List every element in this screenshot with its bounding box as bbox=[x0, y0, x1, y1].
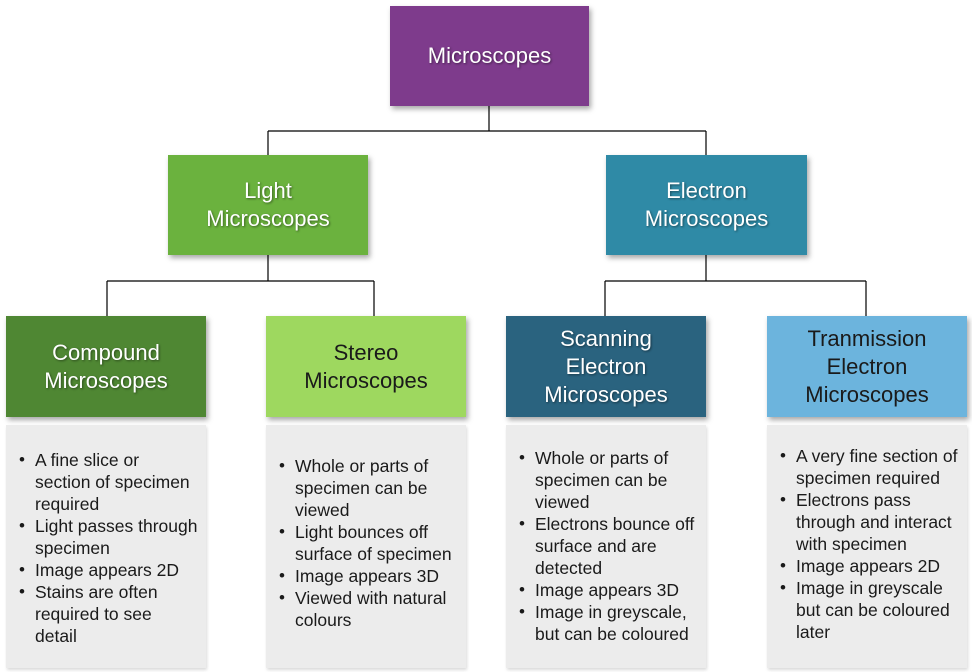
features-list-scanning: Whole or parts of specimen can be viewed… bbox=[512, 447, 700, 645]
features-list-compound: A fine slice or section of specimen requ… bbox=[12, 449, 198, 647]
features-panel-scanning: Whole or parts of specimen can be viewed… bbox=[506, 425, 706, 668]
feature-item: Stains are often required to see detail bbox=[12, 581, 198, 647]
category-light-label: Light Microscopes bbox=[206, 178, 330, 231]
feature-item: Image appears 3D bbox=[512, 579, 700, 601]
feature-item: Image in greyscale but can be coloured l… bbox=[773, 577, 963, 643]
features-panel-compound: A fine slice or section of specimen requ… bbox=[6, 425, 206, 668]
type-node-transmission: Tranmission Electron Microscopes bbox=[767, 316, 967, 417]
feature-item: Whole or parts of specimen can be viewed bbox=[272, 455, 458, 521]
type-transmission-label: Tranmission Electron Microscopes bbox=[805, 325, 929, 407]
feature-item: Whole or parts of specimen can be viewed bbox=[512, 447, 700, 513]
feature-item: Image appears 3D bbox=[272, 565, 458, 587]
category-node-light: Light Microscopes bbox=[168, 155, 368, 255]
feature-item: A fine slice or section of specimen requ… bbox=[12, 449, 198, 515]
category-electron-label: Electron Microscopes bbox=[644, 178, 769, 231]
connector-electron-to-types bbox=[604, 255, 867, 316]
type-compound-label: Compound Microscopes bbox=[44, 339, 168, 393]
root-node-label: Microscopes bbox=[427, 43, 552, 68]
feature-item: Image appears 2D bbox=[773, 555, 963, 577]
type-node-compound: Compound Microscopes bbox=[6, 316, 206, 417]
connector-root-to-categories bbox=[267, 106, 707, 155]
type-stereo-label: Stereo Microscopes bbox=[304, 339, 428, 393]
type-node-scanning: Scanning Electron Microscopes bbox=[506, 316, 706, 417]
features-list-transmission: A very fine section of specimen required… bbox=[773, 445, 963, 643]
connector-light-to-types bbox=[106, 255, 375, 316]
feature-item: A very fine section of specimen required bbox=[773, 445, 963, 489]
feature-item: Image in greyscale, but can be coloured bbox=[512, 601, 700, 645]
feature-item: Light passes through specimen bbox=[12, 515, 198, 559]
category-node-electron: Electron Microscopes bbox=[606, 155, 807, 255]
feature-item: Electrons pass through and interact with… bbox=[773, 489, 963, 555]
feature-item: Image appears 2D bbox=[12, 559, 198, 581]
features-panel-stereo: Whole or parts of specimen can be viewed… bbox=[266, 425, 466, 668]
feature-item: Viewed with natural colours bbox=[272, 587, 458, 631]
root-node-microscopes: Microscopes bbox=[390, 6, 589, 106]
feature-item: Light bounces off surface of specimen bbox=[272, 521, 458, 565]
type-node-stereo: Stereo Microscopes bbox=[266, 316, 466, 417]
type-scanning-label: Scanning Electron Microscopes bbox=[544, 325, 668, 407]
features-list-stereo: Whole or parts of specimen can be viewed… bbox=[272, 455, 458, 631]
feature-item: Electrons bounce off surface and are det… bbox=[512, 513, 700, 579]
features-panel-transmission: A very fine section of specimen required… bbox=[767, 425, 967, 668]
